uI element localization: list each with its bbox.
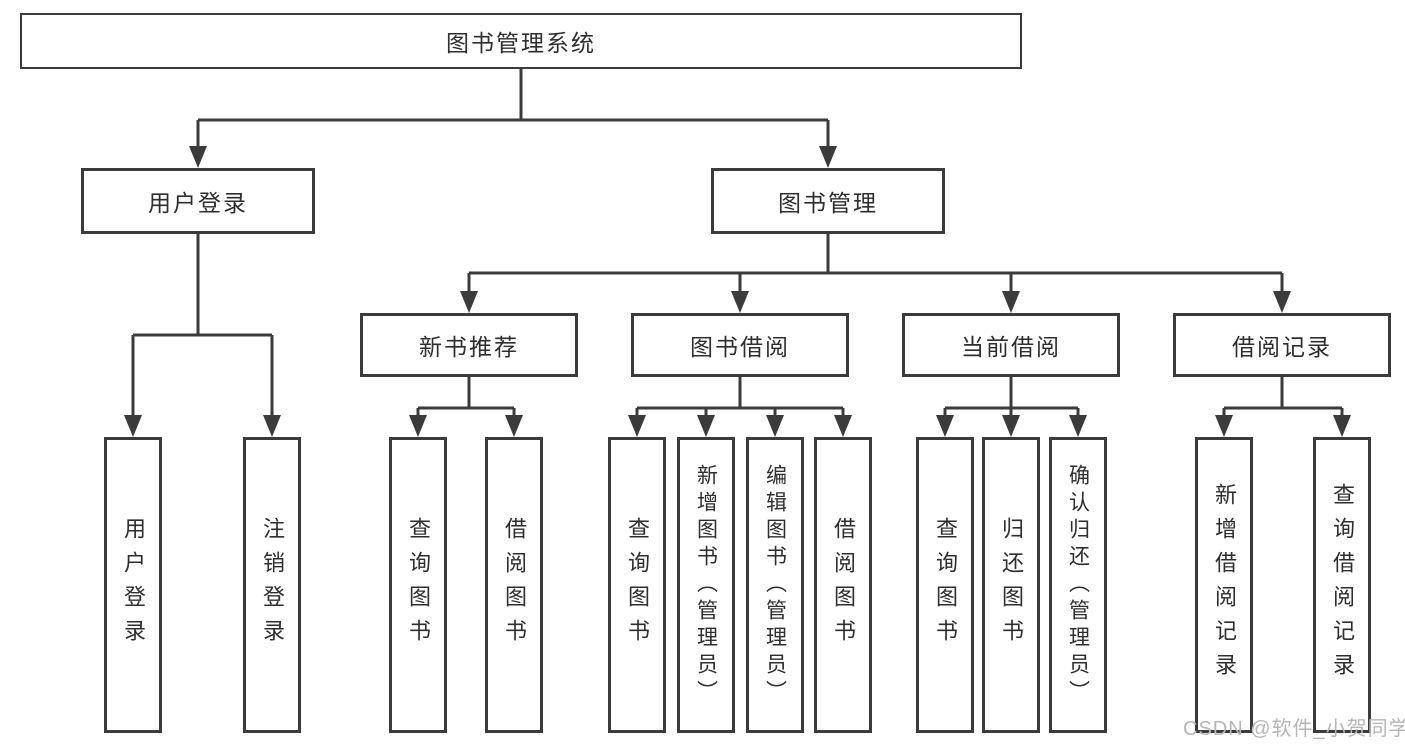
node-book-borrow: 图书借阅: [631, 313, 849, 377]
node-leaf-add-book-admin-label: 新增图书（管理员）: [694, 463, 718, 707]
node-leaf-query-book-3: 查询图书: [916, 437, 974, 733]
node-current-borrow-label: 当前借阅: [961, 334, 1061, 360]
node-leaf-query-book-1: 查询图书: [389, 437, 447, 733]
node-leaf-add-book-admin: 新增图书（管理员）: [677, 437, 735, 733]
node-user-login-label: 用户登录: [148, 190, 248, 216]
node-leaf-query-borrow-record: 查询借阅记录: [1313, 437, 1371, 733]
node-user-login: 用户登录: [81, 168, 315, 234]
node-leaf-logout: 注销登录: [243, 437, 301, 733]
node-leaf-borrow-book-1: 借阅图书: [485, 437, 543, 733]
node-new-book-recommend: 新书推荐: [360, 313, 578, 377]
node-leaf-add-borrow-record-label: 新增借阅记录: [1212, 483, 1237, 687]
node-leaf-borrow-book-2: 借阅图书: [814, 437, 872, 733]
node-leaf-return-book: 归还图书: [982, 437, 1040, 733]
node-current-borrow: 当前借阅: [902, 313, 1120, 377]
node-leaf-add-borrow-record: 新增借阅记录: [1195, 437, 1253, 733]
node-leaf-logout-label: 注销登录: [260, 517, 285, 653]
node-leaf-query-borrow-record-label: 查询借阅记录: [1330, 483, 1355, 687]
node-leaf-edit-book-admin-label: 编辑图书（管理员）: [763, 463, 787, 707]
node-leaf-query-book-2-label: 查询图书: [625, 517, 650, 653]
node-leaf-user-login: 用户登录: [104, 437, 162, 733]
node-leaf-borrow-book-2-label: 借阅图书: [831, 517, 856, 653]
node-leaf-edit-book-admin: 编辑图书（管理员）: [746, 437, 804, 733]
node-leaf-query-book-2: 查询图书: [608, 437, 666, 733]
node-book-management: 图书管理: [711, 168, 945, 234]
node-root-label: 图书管理系统: [446, 30, 596, 56]
node-leaf-user-login-label: 用户登录: [121, 517, 146, 653]
node-leaf-query-book-1-label: 查询图书: [406, 517, 431, 653]
node-new-book-recommend-label: 新书推荐: [419, 334, 519, 360]
node-book-management-label: 图书管理: [778, 190, 878, 216]
node-borrow-record: 借阅记录: [1173, 313, 1391, 377]
node-borrow-record-label: 借阅记录: [1232, 334, 1332, 360]
node-leaf-borrow-book-1-label: 借阅图书: [502, 517, 527, 653]
arrowheads: [124, 146, 1351, 437]
node-leaf-confirm-return-admin: 确认归还（管理员）: [1049, 437, 1107, 733]
node-leaf-query-book-3-label: 查询图书: [933, 517, 958, 653]
node-leaf-confirm-return-admin-label: 确认归还（管理员）: [1066, 463, 1090, 707]
csdn-watermark: CSDN @软件_小贺同学: [1183, 718, 1405, 740]
node-leaf-return-book-label: 归还图书: [999, 517, 1024, 653]
node-root: 图书管理系统: [20, 13, 1022, 69]
node-book-borrow-label: 图书借阅: [690, 334, 790, 360]
